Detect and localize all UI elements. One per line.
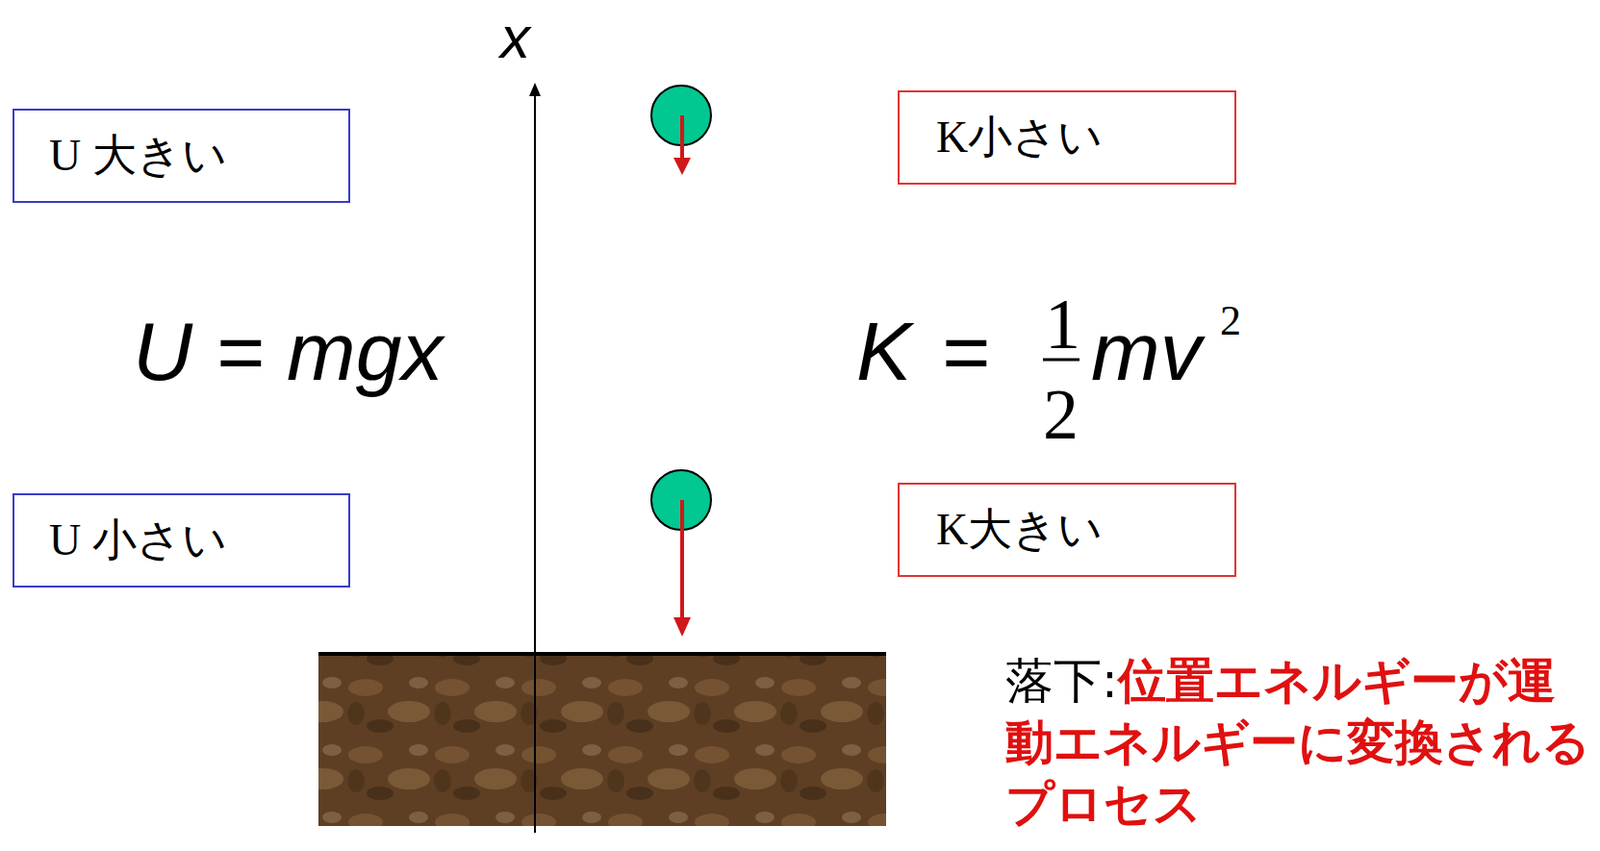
formula: U = mgx — [132, 309, 444, 393]
note-lead: 落下: — [1005, 653, 1118, 710]
formula: mv — [1091, 309, 1202, 393]
axis-arrowhead — [529, 82, 541, 97]
energy-box: K小さい — [897, 90, 1237, 185]
ground — [318, 654, 887, 827]
box-label: U 大きい — [49, 131, 228, 181]
exponent: 2 — [1219, 300, 1242, 343]
formula: K — [856, 309, 912, 393]
energy-box: U 小さい — [12, 493, 351, 588]
velocity-arrow — [680, 115, 685, 160]
velocity-arrowhead — [673, 617, 691, 637]
velocity-arrowhead — [673, 157, 691, 176]
fraction-denominator: 2 — [1042, 379, 1079, 451]
note: 落下:位置エネルギーが運動エネルギーに変換されるプロセス — [1005, 650, 1593, 836]
energy-box: U 大きい — [12, 108, 351, 204]
velocity-arrow — [680, 500, 685, 620]
box-label: K小さい — [936, 113, 1103, 163]
box-label: U 小さい — [49, 516, 228, 566]
fraction-numerator: 1 — [1044, 288, 1081, 360]
box-label: K大きい — [936, 506, 1103, 556]
formula: = — [940, 309, 990, 393]
ground-surface — [318, 652, 887, 657]
energy-box: K大きい — [897, 482, 1237, 578]
axis-label: x — [500, 7, 531, 68]
x-axis — [533, 94, 536, 834]
